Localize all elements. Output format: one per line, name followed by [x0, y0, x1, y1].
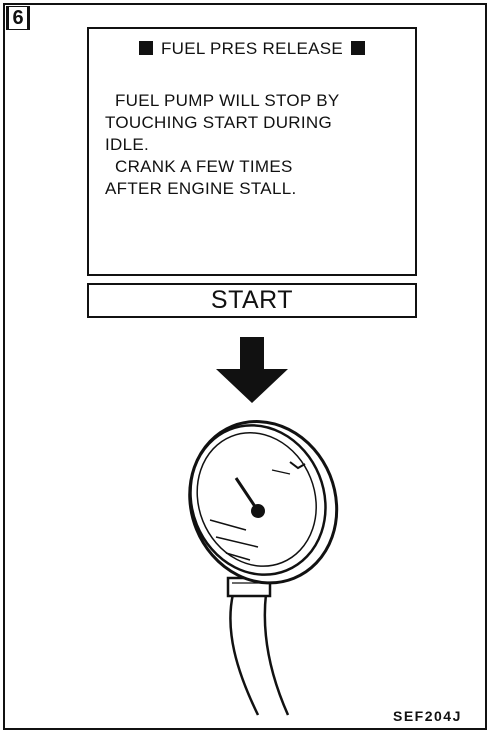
down-arrow-icon [216, 337, 288, 403]
figure-code: SEF204J [393, 708, 462, 724]
fuel-pressure-gauge-icon [166, 399, 361, 715]
